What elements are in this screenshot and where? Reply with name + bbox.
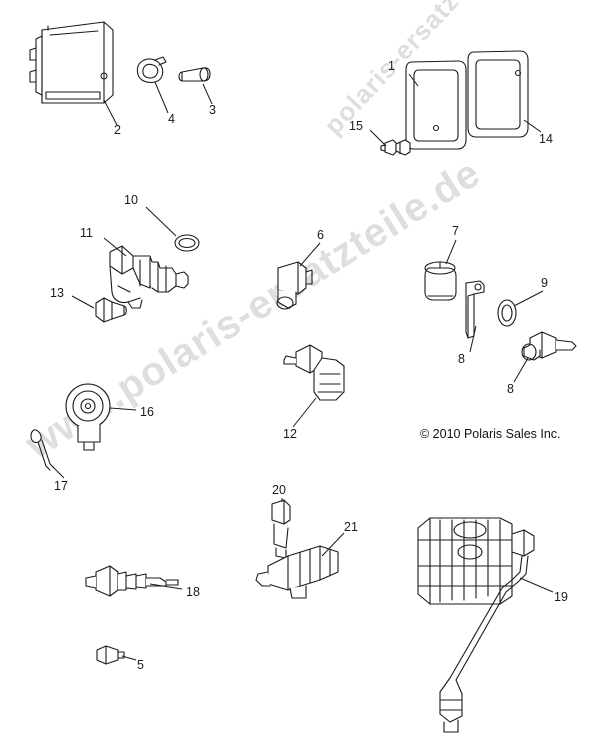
- callout-8a: 8: [458, 352, 465, 366]
- callout-4: 4: [168, 112, 175, 126]
- leader-lines: [51, 73, 554, 661]
- part-bolt-flange: [95, 297, 127, 323]
- callout-12: 12: [283, 427, 297, 441]
- part-sensor-cap: [276, 261, 313, 310]
- part-clip-retainer-b: [521, 331, 577, 361]
- callout-11: 11: [80, 226, 93, 240]
- callout-6: 6: [317, 228, 324, 242]
- callout-13: 13: [50, 286, 64, 300]
- callout-2: 2: [114, 123, 121, 137]
- callout-7: 7: [452, 224, 459, 238]
- part-bolt-small: [96, 645, 125, 665]
- callout-3: 3: [209, 103, 216, 117]
- part-switch-plate-left: [405, 60, 467, 150]
- callout-1: 1: [388, 59, 395, 73]
- callout-10: 10: [124, 193, 138, 207]
- callout-15: 15: [349, 119, 363, 133]
- part-temperature-sensor: [85, 565, 179, 597]
- part-control-module: [29, 21, 114, 104]
- part-o-ring: [174, 234, 200, 252]
- callout-5: 5: [137, 658, 144, 672]
- copyright-notice: © 2010 Polaris Sales Inc.: [420, 427, 561, 441]
- part-o-ring-seal: [497, 299, 517, 327]
- part-map-sensor: [255, 545, 339, 599]
- callout-21: 21: [344, 520, 358, 534]
- part-sensor-probe: [271, 499, 291, 559]
- callout-17: 17: [54, 479, 68, 493]
- part-pin-dowel: [178, 67, 211, 82]
- part-speed-sensor: [283, 344, 345, 401]
- part-screw-tapping: [380, 139, 411, 156]
- callout-19: 19: [554, 590, 568, 604]
- part-sensor-round: [424, 261, 457, 301]
- part-clamp-bracket: [136, 56, 167, 83]
- callout-20: 20: [272, 483, 286, 497]
- part-clip-retainer-a: [465, 280, 485, 339]
- callout-9: 9: [541, 276, 548, 290]
- part-horn-speaker: [65, 383, 111, 451]
- part-switch-plate-right: [467, 50, 529, 138]
- callout-16: 16: [140, 405, 154, 419]
- callout-14: 14: [539, 132, 553, 146]
- callout-8b: 8: [507, 382, 514, 396]
- callout-18: 18: [186, 585, 200, 599]
- part-elbow-fitting: [109, 245, 189, 309]
- part-shift-linkage: [417, 517, 535, 733]
